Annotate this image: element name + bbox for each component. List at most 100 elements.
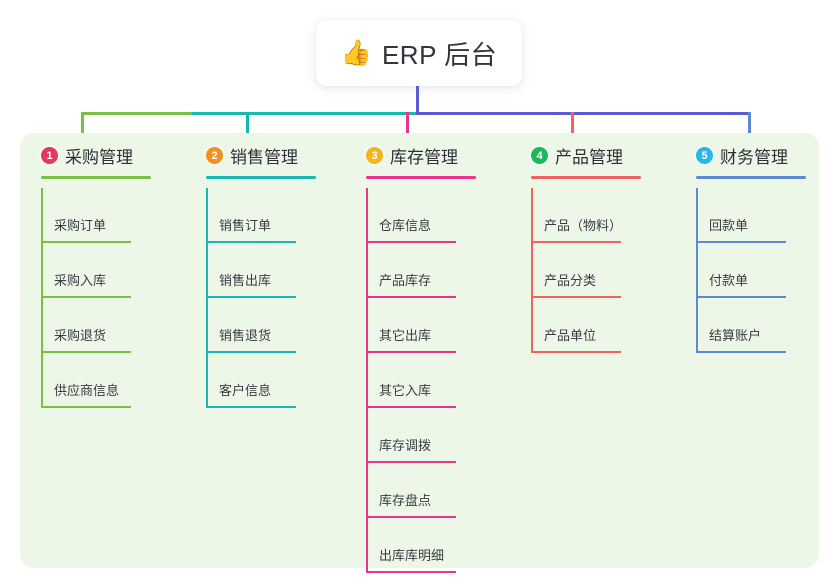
column-header-rule [41,176,151,179]
list-item-rule [696,241,786,243]
list-item-label: 采购退货 [54,328,107,343]
list-item[interactable]: 产品单位 [510,298,675,353]
column-header-rule [366,176,476,179]
list-item[interactable]: 库存盘点 [345,463,510,518]
column-item-list: 销售订单销售出库销售退货客户信息 [185,188,350,408]
column-badge-number: 1 [41,147,58,164]
list-item-rule [531,296,621,298]
trunk-segment-1 [81,112,193,115]
column-header-rule [531,176,641,179]
column-header-4[interactable]: 4 产品管理 [510,133,675,179]
list-item-label: 其它入库 [379,383,432,398]
list-item[interactable]: 销售退货 [185,298,350,353]
list-item-rule [206,296,296,298]
list-item-rule [41,406,131,408]
column-title: 库存管理 [390,148,458,167]
column-4: 4 产品管理产品（物料） 产品分类产品单位 [510,133,675,353]
column-badge-number: 4 [531,147,548,164]
list-item-label: 出库库明细 [379,548,445,563]
list-item[interactable]: 出库库明细 [345,518,510,573]
list-item-label: 回款单 [709,218,749,233]
list-item-rule [41,351,131,353]
list-item[interactable]: 付款单 [675,243,839,298]
list-item[interactable]: 其它出库 [345,298,510,353]
list-item-rule [366,351,456,353]
column-item-list: 回款单付款单结算账户 [675,188,839,353]
list-item-rule [366,406,456,408]
list-item-rule [366,461,456,463]
list-item-rule [366,571,456,573]
list-item-label: 结算账户 [709,328,762,343]
column-item-list: 仓库信息产品库存其它出库其它入库库存调拨库存盘点出库库明细 [345,188,510,573]
column-5: 5 财务管理回款单付款单结算账户 [675,133,839,353]
list-item-label: 采购入库 [54,273,107,288]
list-item-label: 客户信息 [219,383,272,398]
list-item[interactable]: 产品分类 [510,243,675,298]
list-item-label: 销售退货 [219,328,272,343]
list-item[interactable]: 产品库存 [345,243,510,298]
root-node-title: ERP 后台 [381,39,498,70]
list-item[interactable]: 结算账户 [675,298,839,353]
root-node-erp-backend[interactable]: 👍 ERP 后台 [316,20,522,86]
column-spine [531,188,533,353]
column-badge-number: 5 [696,147,713,164]
list-item[interactable]: 库存调拨 [345,408,510,463]
column-header-rule [696,176,806,179]
list-item-rule [696,351,786,353]
column-item-list: 产品（物料） 产品分类产品单位 [510,188,675,353]
column-spine [366,188,368,573]
list-item[interactable]: 回款单 [675,188,839,243]
list-item-rule [41,241,131,243]
list-item[interactable]: 采购退货 [20,298,185,353]
list-item-rule [366,241,456,243]
list-item[interactable]: 客户信息 [185,353,350,408]
list-item-label: 产品单位 [544,328,597,343]
column-title: 产品管理 [555,148,623,167]
diagram-panel [20,133,819,568]
list-item-rule [206,351,296,353]
list-item-label: 产品分类 [544,273,597,288]
column-badge-number: 3 [366,147,383,164]
thumbs-up-icon: 👍 [340,38,372,67]
list-item-label: 其它出库 [379,328,432,343]
list-item-rule [206,241,296,243]
list-item-rule [366,516,456,518]
column-badge-number: 2 [206,147,223,164]
list-item[interactable]: 销售订单 [185,188,350,243]
list-item-label: 销售订单 [219,218,272,233]
column-1: 1 采购管理采购订单采购入库采购退货供应商信息 [20,133,185,408]
list-item[interactable]: 销售出库 [185,243,350,298]
list-item-label: 销售出库 [219,273,272,288]
list-item-label: 产品库存 [379,273,432,288]
list-item-label: 库存盘点 [379,493,432,508]
list-item-rule [696,296,786,298]
list-item-rule [206,406,296,408]
column-header-3[interactable]: 3 库存管理 [345,133,510,179]
trunk-stem [416,86,419,113]
column-header-1[interactable]: 1 采购管理 [20,133,185,179]
list-item-label: 仓库信息 [379,218,432,233]
column-title: 财务管理 [720,148,788,167]
column-spine [41,188,43,408]
trunk-segment-2 [192,112,417,115]
list-item[interactable]: 采购入库 [20,243,185,298]
list-item[interactable]: 其它入库 [345,353,510,408]
column-title: 采购管理 [65,148,133,167]
column-header-rule [206,176,316,179]
list-item-label: 供应商信息 [54,383,120,398]
column-spine [696,188,698,353]
list-item[interactable]: 产品（物料） [510,188,675,243]
list-item[interactable]: 仓库信息 [345,188,510,243]
list-item-label: 产品（物料） [544,218,623,233]
list-item[interactable]: 供应商信息 [20,353,185,408]
list-item-label: 付款单 [709,273,749,288]
column-header-5[interactable]: 5 财务管理 [675,133,839,179]
trunk-segment-3 [416,112,751,115]
list-item[interactable]: 采购订单 [20,188,185,243]
column-3: 3 库存管理仓库信息产品库存其它出库其它入库库存调拨库存盘点出库库明细 [345,133,510,573]
list-item-label: 采购订单 [54,218,107,233]
list-item-rule [366,296,456,298]
column-spine [206,188,208,408]
